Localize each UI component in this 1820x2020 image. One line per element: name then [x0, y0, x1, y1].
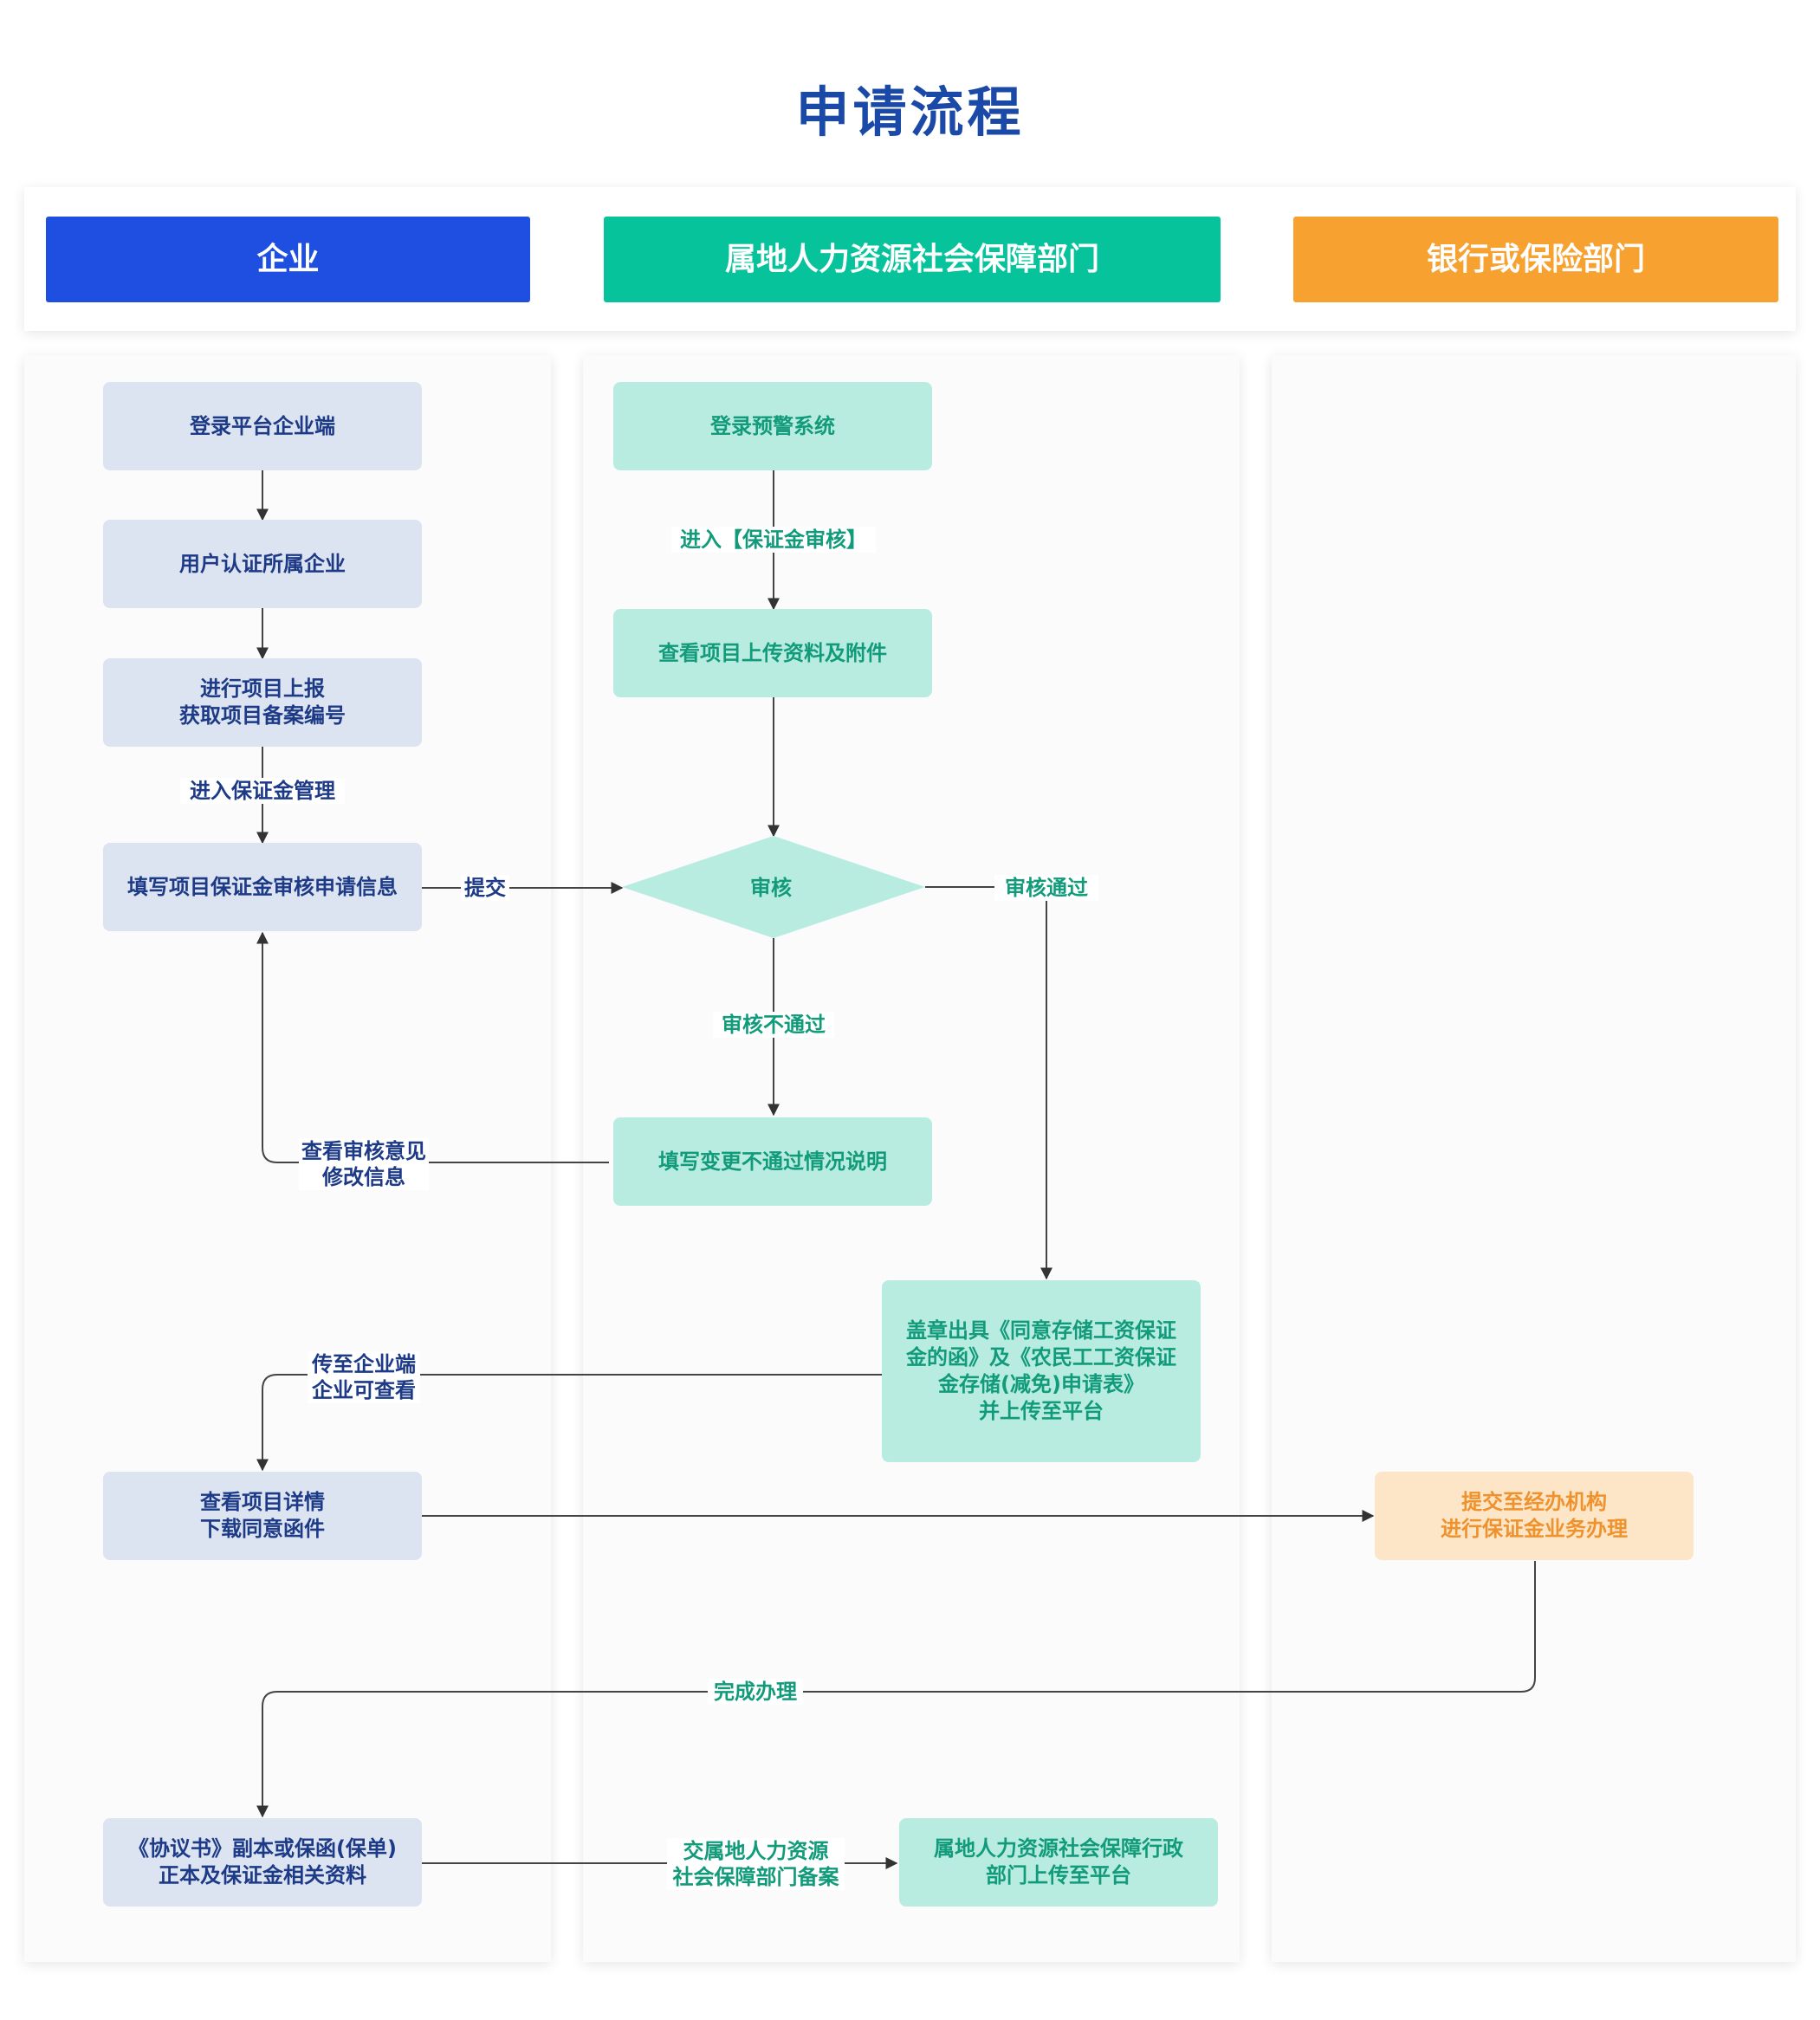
label-view-opinion: 查看审核意见 修改信息	[299, 1138, 429, 1190]
node-login-enterprise: 登录平台企业端	[103, 382, 422, 470]
review-diamond	[622, 836, 925, 938]
node-review: 审核	[750, 876, 792, 900]
label-complete: 完成办理	[708, 1679, 803, 1705]
lane-header-enterprise: 企业	[46, 217, 530, 302]
node-login-warning: 登录预警系统	[613, 382, 932, 470]
label-send-to-enterprise: 传至企业端 企业可查看	[308, 1351, 420, 1403]
label-hand-to-hr: 交属地人力资源 社会保障部门备案	[667, 1838, 845, 1890]
lane-bank-insurance	[1272, 355, 1796, 1962]
lane-header-hr-department: 属地人力资源社会保障部门	[604, 217, 1221, 302]
node-project-report: 进行项目上报 获取项目备案编号	[103, 658, 422, 747]
node-submit-agency: 提交至经办机构 进行保证金业务办理	[1375, 1472, 1694, 1560]
label-submit: 提交	[461, 875, 509, 901]
node-fill-change: 填写变更不通过情况说明	[613, 1117, 932, 1206]
node-view-details: 查看项目详情 下载同意函件	[103, 1472, 422, 1560]
label-review-passed: 审核通过	[994, 875, 1098, 901]
label-enter-deposit-mgmt: 进入保证金管理	[180, 778, 345, 804]
edge-to-enterprise	[256, 1374, 882, 1472]
node-hr-upload: 属地人力资源社会保障行政 部门上传至平台	[899, 1818, 1218, 1907]
edge-back-to-fill	[256, 931, 609, 1163]
node-stamp-letter: 盖章出具《同意存储工资保证 金的函》及《农民工工资保证 金存储(减免)申请表》 …	[882, 1280, 1201, 1462]
node-user-auth: 用户认证所属企业	[103, 520, 422, 608]
label-review-failed: 审核不通过	[713, 1012, 834, 1038]
node-view-uploads: 查看项目上传资料及附件	[613, 609, 932, 697]
page-title: 申请流程	[795, 81, 1025, 144]
node-fill-application: 填写项目保证金审核申请信息	[103, 843, 422, 931]
node-agreement-docs: 《协议书》副本或保函(保单) 正本及保证金相关资料	[103, 1818, 422, 1907]
lane-header-bank-insurance: 银行或保险部门	[1293, 217, 1778, 302]
label-enter-deposit-review: 进入【保证金审核】	[671, 527, 876, 553]
edge-review-passed	[925, 886, 1052, 1280]
edge-complete	[256, 1561, 1536, 1818]
lane-enterprise	[24, 355, 551, 1962]
